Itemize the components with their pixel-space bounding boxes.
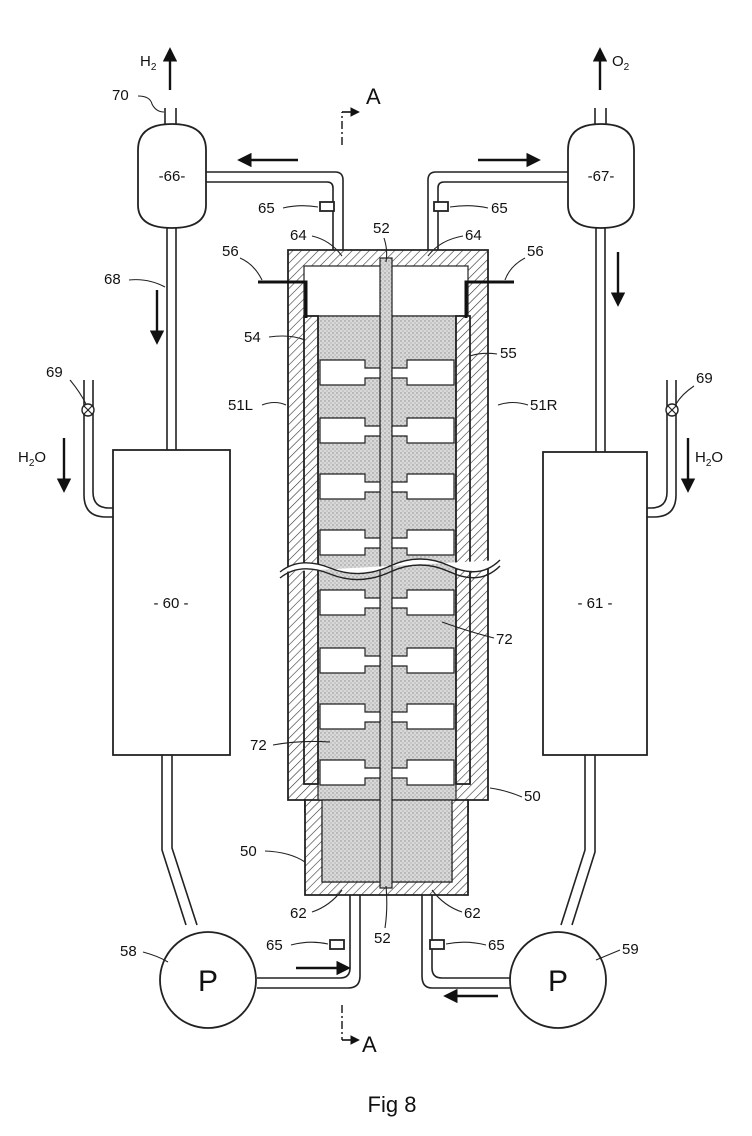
svg-text:58: 58 [120, 943, 137, 960]
svg-text:50: 50 [240, 843, 257, 860]
sensor-left-bottom [330, 940, 344, 949]
svg-text:69: 69 [696, 370, 713, 387]
svg-text:-66-: -66- [159, 168, 186, 185]
svg-text:54: 54 [244, 329, 261, 346]
sensor-right-bottom [430, 940, 444, 949]
svg-text:56: 56 [222, 243, 239, 260]
tank-61: - 61 - [543, 452, 647, 755]
svg-text:50: 50 [524, 788, 541, 805]
svg-text:H2O: H2O [695, 449, 723, 469]
svg-text:A: A [362, 1032, 377, 1057]
svg-text:69: 69 [46, 364, 63, 381]
sensor-left-top [320, 202, 334, 211]
svg-text:-67-: -67- [588, 168, 615, 185]
svg-text:64: 64 [465, 227, 482, 244]
separator-67: -67- [568, 124, 634, 228]
separator-66: -66- [138, 124, 206, 228]
svg-text:A: A [366, 84, 381, 109]
svg-text:65: 65 [258, 200, 275, 217]
svg-text:72: 72 [496, 631, 513, 648]
svg-text:52: 52 [374, 930, 391, 947]
figure-caption: Fig 8 [368, 1092, 417, 1117]
svg-text:59: 59 [622, 941, 639, 958]
svg-text:P: P [198, 965, 218, 998]
svg-text:56: 56 [527, 243, 544, 260]
svg-text:H2O: H2O [18, 449, 46, 469]
svg-text:72: 72 [250, 737, 267, 754]
svg-text:52: 52 [373, 220, 390, 237]
svg-text:55: 55 [500, 345, 517, 362]
svg-text:O2: O2 [612, 53, 630, 73]
svg-text:64: 64 [290, 227, 307, 244]
svg-text:65: 65 [266, 937, 283, 954]
svg-text:51L: 51L [228, 397, 253, 414]
svg-text:68: 68 [104, 271, 121, 288]
svg-text:65: 65 [488, 937, 505, 954]
svg-text:70: 70 [112, 87, 129, 104]
valve-left [82, 404, 94, 416]
sensor-right-top [434, 202, 448, 211]
pump-59: P [510, 932, 606, 1028]
svg-text:- 61 -: - 61 - [577, 595, 612, 612]
valve-right [666, 404, 678, 416]
svg-text:- 60 -: - 60 - [153, 595, 188, 612]
cell-stack [258, 250, 514, 895]
svg-text:P: P [548, 965, 568, 998]
svg-text:65: 65 [491, 200, 508, 217]
svg-text:62: 62 [290, 905, 307, 922]
svg-text:H2: H2 [140, 53, 157, 73]
pump-58: P [160, 932, 256, 1028]
tank-60: - 60 - [113, 450, 230, 755]
svg-text:62: 62 [464, 905, 481, 922]
svg-text:51R: 51R [530, 397, 558, 414]
